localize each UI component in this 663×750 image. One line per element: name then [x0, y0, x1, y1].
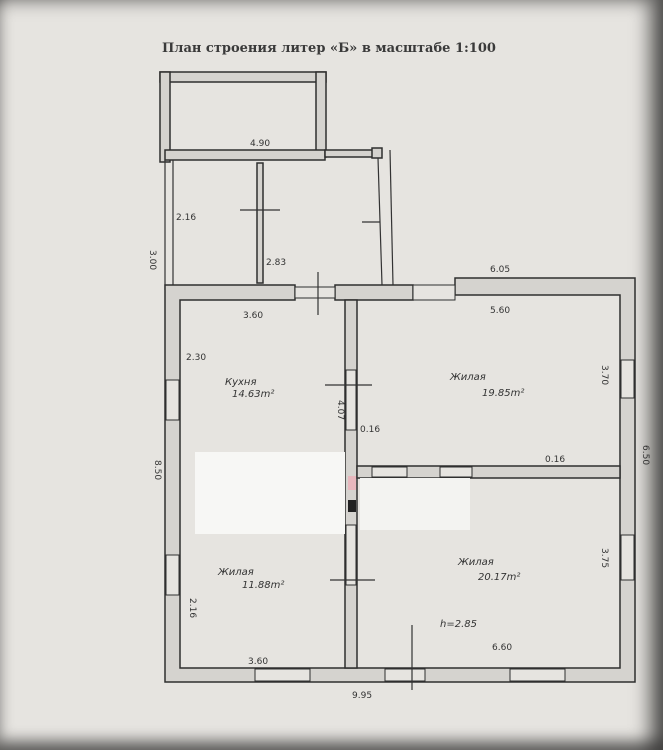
dimension-label: 3.00 [147, 250, 157, 270]
room-area: 14.63m² [232, 389, 274, 400]
porch [159, 71, 327, 163]
annex [164, 147, 394, 290]
dimension-label: 6.50 [640, 445, 650, 465]
room-name: Жилая [449, 372, 486, 383]
house-walls [164, 272, 636, 690]
dimension-label: 3.70 [599, 365, 609, 385]
dimension-label: 5.60 [490, 306, 510, 316]
room-area: 20.17m² [478, 572, 520, 583]
room-name: Жилая [217, 567, 254, 578]
dimension-label: 0.16 [545, 455, 565, 465]
room-area: 11.88m² [242, 580, 284, 591]
dimension-label: 6.60 [492, 643, 512, 653]
dimension-label: 9.95 [352, 691, 372, 701]
dimension-label: 6.05 [490, 265, 510, 275]
dimension-label: 4.90 [250, 139, 270, 149]
height-note: h=2.85 [440, 619, 477, 630]
dimension-label: 2.83 [266, 258, 286, 268]
plan-title: План строения литер «Б» в масштабе 1:100 [162, 41, 496, 56]
room-name: Жилая [457, 557, 494, 568]
dimension-label: 2.16 [176, 213, 196, 223]
dimension-label: 3.60 [248, 657, 268, 667]
dimension-label: 0.16 [360, 425, 380, 435]
dimension-label: 8.50 [152, 460, 162, 480]
dimension-label: 4.07 [335, 400, 345, 420]
room-name: Кухня [225, 377, 257, 388]
dimension-label: 2.30 [186, 353, 206, 363]
dimension-label: 3.75 [599, 548, 609, 568]
room-area: 19.85m² [482, 388, 524, 399]
dimension-label: 2.16 [187, 598, 197, 618]
dimension-label: 3.60 [243, 311, 263, 321]
